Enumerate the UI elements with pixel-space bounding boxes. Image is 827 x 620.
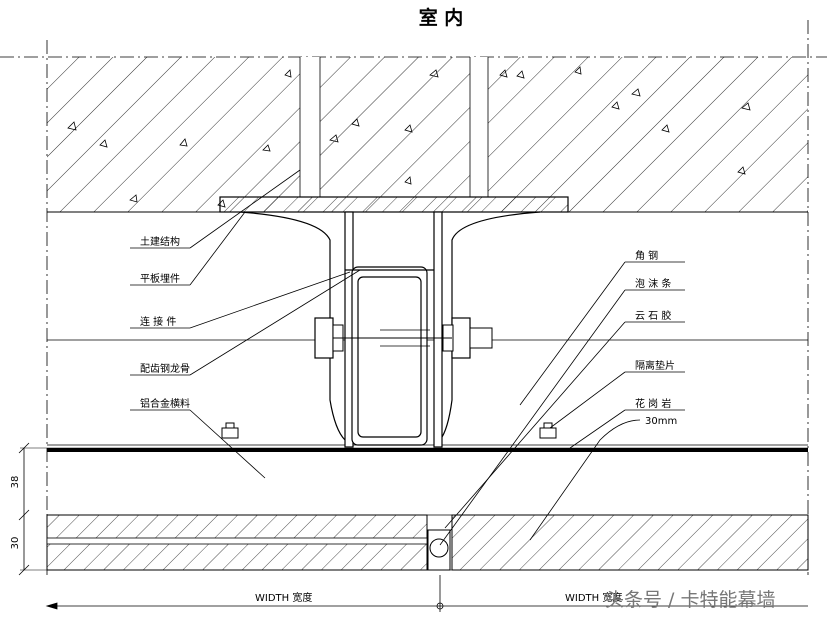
concrete-structure — [47, 57, 808, 213]
embedded-plate — [219, 196, 569, 213]
width-label-right: WIDTH 宽度 — [565, 591, 622, 604]
granite-panels — [46, 514, 809, 571]
label-foam-strip: 泡 沫 条 — [635, 277, 671, 290]
leader-lines — [130, 169, 685, 546]
bolt — [314, 317, 493, 359]
label-granite-thickness: 30mm — [645, 416, 677, 427]
vertical-dimension — [18, 442, 30, 576]
connector-assembly — [239, 211, 541, 448]
width-label-left: WIDTH 宽度 — [255, 591, 312, 604]
label-angle-steel: 角 钢 — [635, 249, 658, 262]
label-steel-keel: 配齿钢龙骨 — [140, 362, 190, 375]
drawing-title: 室 内 — [419, 6, 464, 29]
aluminium-transom — [47, 448, 808, 452]
label-marble-glue: 云 石 胶 — [635, 309, 671, 322]
label-connector: 连 接 件 — [140, 315, 176, 328]
label-civil-structure: 土建结构 — [140, 235, 180, 248]
label-aluminium-transom: 铝合金横料 — [140, 397, 190, 410]
isolation-pad — [221, 422, 557, 439]
watermark-text: 头条号 / 卡特能幕墙 — [605, 589, 775, 611]
dimension-38: 38 — [10, 476, 21, 489]
dimension-30: 30 — [10, 537, 21, 550]
label-embedded-plate: 平板埋件 — [140, 272, 180, 285]
label-granite: 花 岗 岩 — [635, 397, 671, 410]
label-isolation-pad: 隔离垫片 — [635, 359, 675, 372]
width-dimension — [45, 575, 808, 612]
